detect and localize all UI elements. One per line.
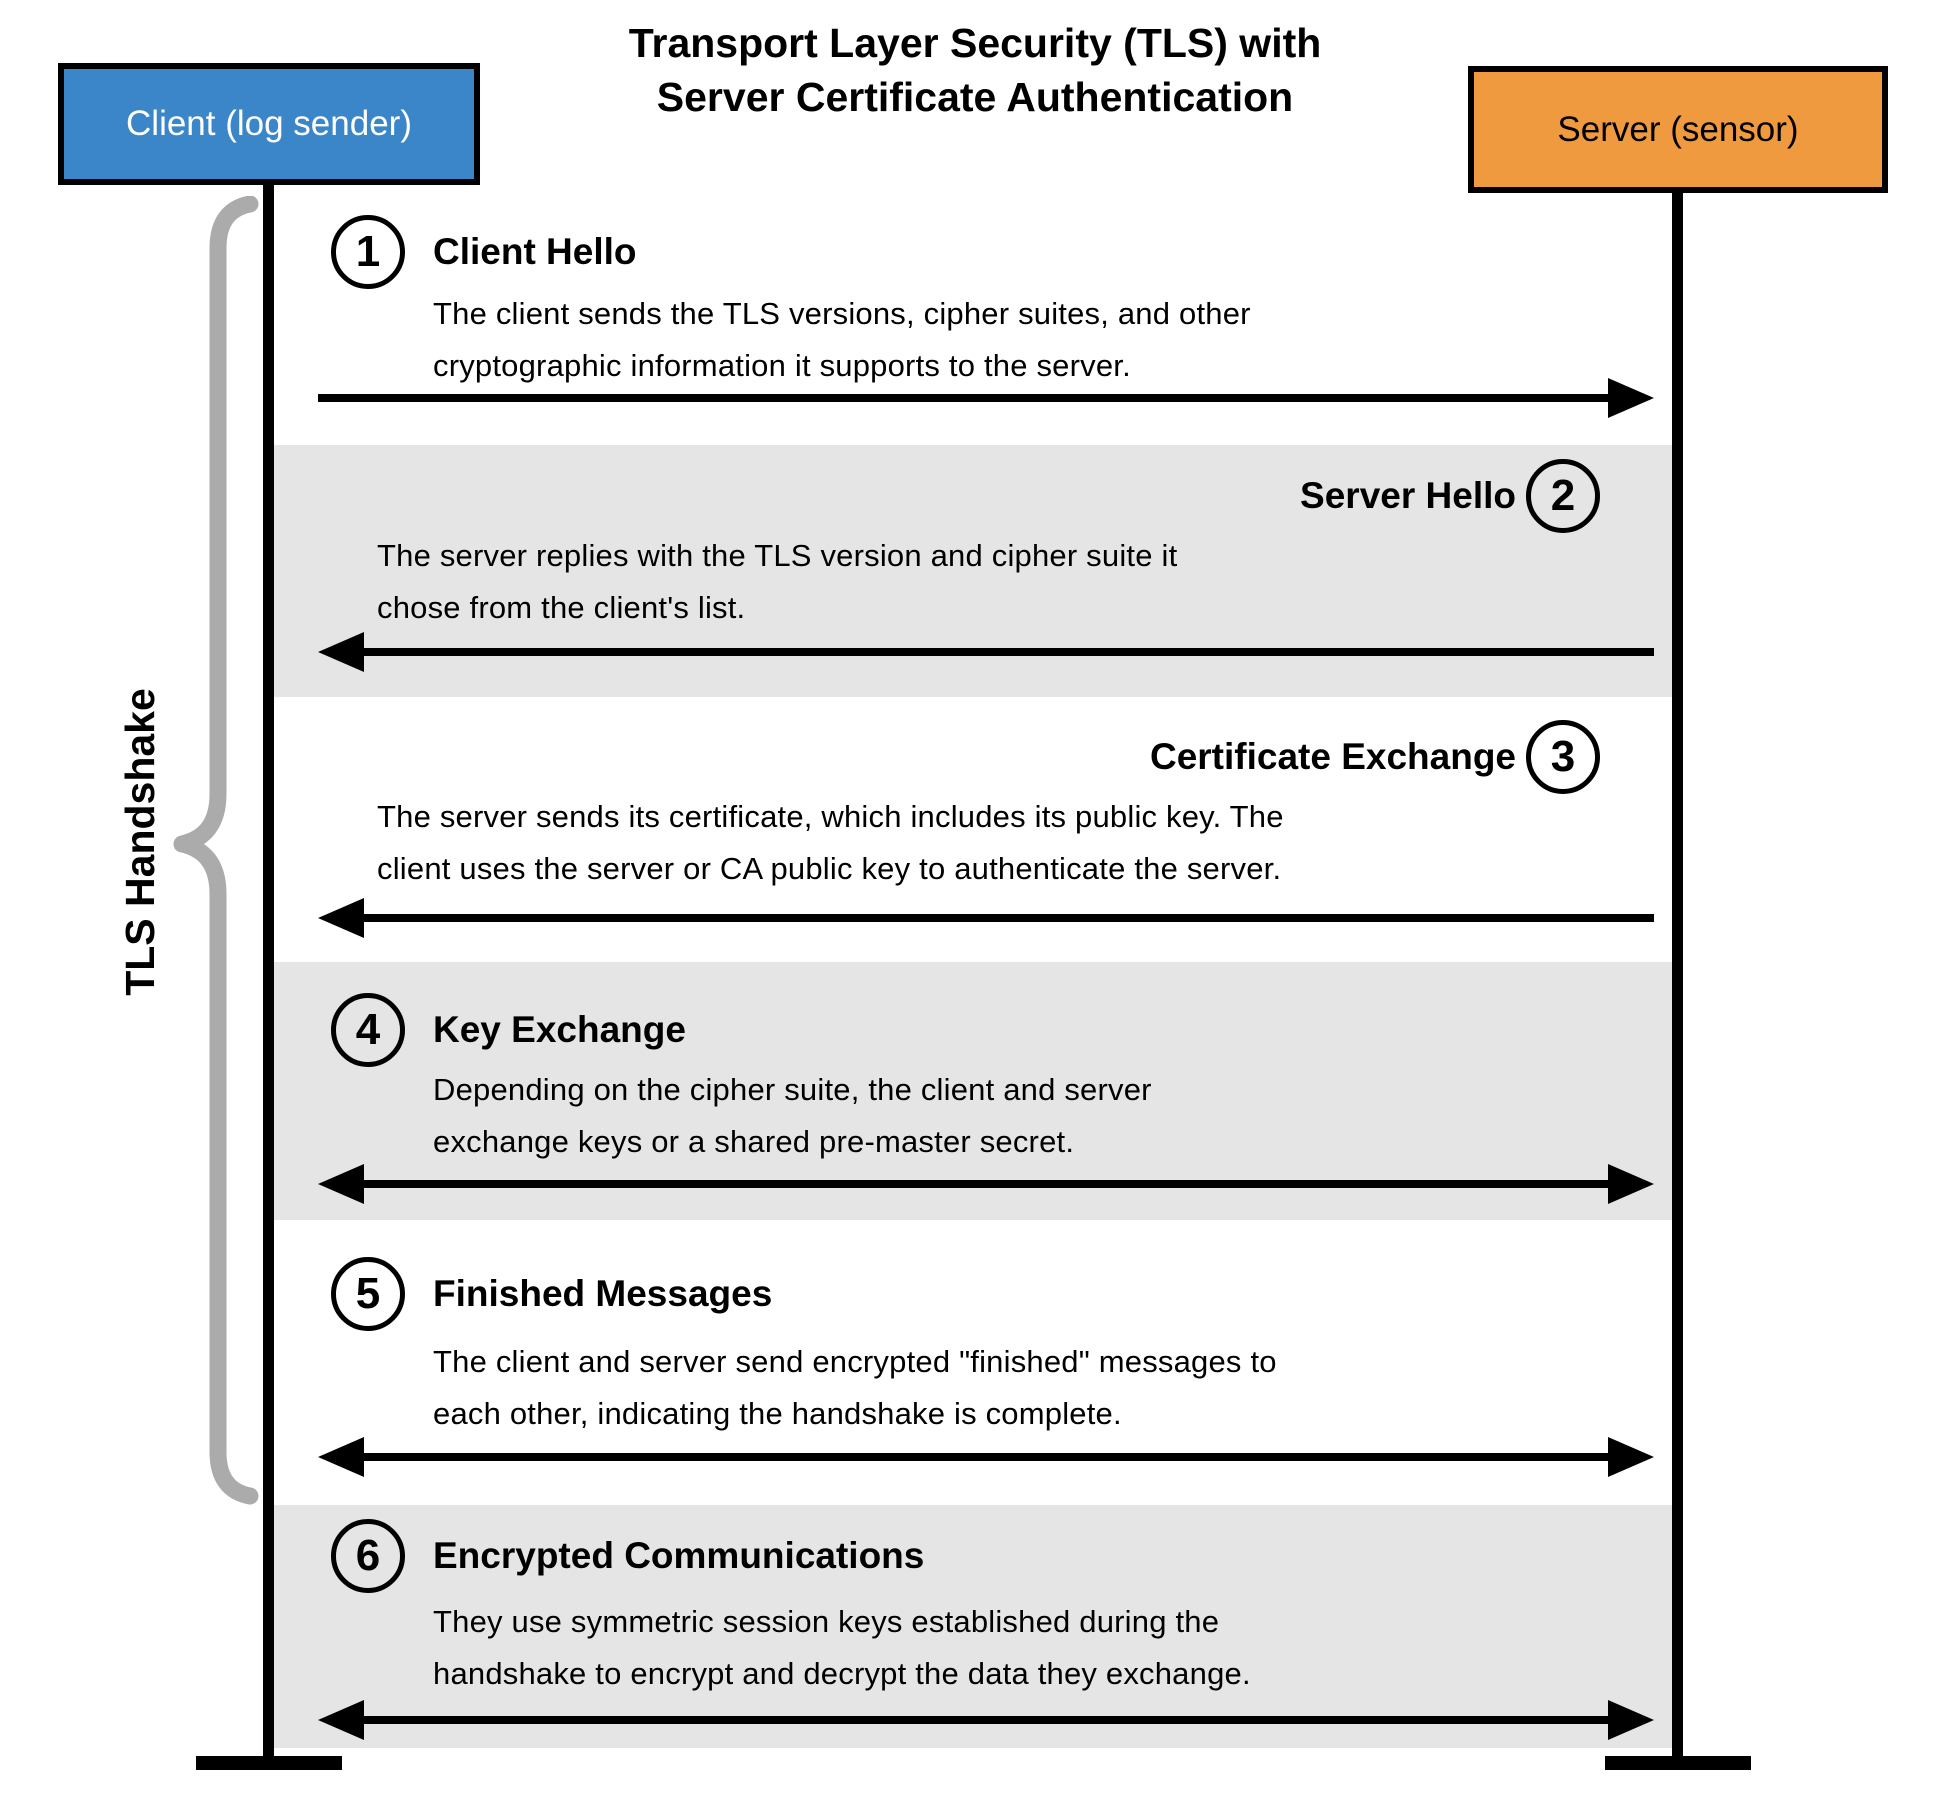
step-6-description-line1: They use symmetric session keys establis…	[433, 1604, 1220, 1639]
step-6-description: They use symmetric session keys establis…	[433, 1596, 1251, 1700]
step-1-description-line2: cryptographic information it supports to…	[433, 348, 1131, 383]
step-5-title: Finished Messages	[433, 1273, 773, 1314]
server-actor-box: Server (sensor)	[1468, 66, 1888, 193]
handshake-brace	[173, 196, 259, 1505]
arrow-shaft	[318, 394, 1624, 402]
step-5-description-line2: each other, indicating the handshake is …	[433, 1396, 1122, 1431]
step-1-title: Client Hello	[433, 231, 637, 272]
step-1-description-line1: The client sends the TLS versions, ciphe…	[433, 296, 1251, 331]
step-2-description-line1: The server replies with the TLS version …	[377, 538, 1178, 573]
client-actor-box: Client (log sender)	[58, 63, 480, 185]
step-4-description-line2: exchange keys or a shared pre-master sec…	[433, 1124, 1075, 1159]
step-3-number-badge: 3	[1526, 720, 1600, 794]
step-1-number-badge: 1	[331, 215, 405, 289]
arrowhead-right	[1608, 1700, 1654, 1740]
tls-handshake-label: TLS Handshake	[117, 688, 163, 996]
arrow-shaft	[348, 914, 1654, 922]
step-6-number-badge: 6	[331, 1519, 405, 1593]
step-6-message-arrow-both	[318, 1700, 1654, 1740]
step-3-title: Certificate Exchange	[1149, 736, 1516, 777]
step-1-message-arrow-right	[318, 378, 1654, 418]
step-2-description: The server replies with the TLS version …	[377, 530, 1177, 634]
arrow-shaft	[348, 648, 1654, 656]
client-actor-label: Client (log sender)	[126, 104, 412, 143]
step-1-description: The client sends the TLS versions, ciphe…	[433, 288, 1251, 392]
step-3-description-line2: client uses the server or CA public key …	[377, 851, 1282, 886]
arrowhead-right	[1608, 378, 1654, 418]
diagram-title-line1: Transport Layer Security (TLS) with	[628, 20, 1322, 66]
step-2-message-arrow-left	[318, 632, 1654, 672]
arrow-shaft	[348, 1716, 1624, 1724]
step-5-description-line1: The client and server send encrypted "fi…	[433, 1344, 1277, 1379]
step-3-message-arrow-left	[318, 898, 1654, 938]
step-4-message-arrow-both	[318, 1164, 1654, 1204]
client-lifeline	[263, 183, 274, 1765]
step-3-description: The server sends its certificate, which …	[377, 791, 1284, 895]
arrowhead-right	[1608, 1164, 1654, 1204]
diagram-title: Transport Layer Security (TLS) with Serv…	[430, 16, 1520, 124]
step-5-message-arrow-both	[318, 1437, 1654, 1477]
arrow-shaft	[348, 1180, 1624, 1188]
client-lifeline-foot	[196, 1756, 342, 1770]
server-lifeline-foot	[1605, 1756, 1751, 1770]
step-2-number-badge: 2	[1526, 459, 1600, 533]
step-6-description-line2: handshake to encrypt and decrypt the dat…	[433, 1656, 1251, 1691]
step-5-number-badge: 5	[331, 1257, 405, 1331]
step-2-title: Server Hello	[1300, 475, 1516, 516]
step-6-shaded-band	[264, 1505, 1683, 1748]
server-actor-label: Server (sensor)	[1557, 109, 1799, 149]
step-4-description: Depending on the cipher suite, the clien…	[433, 1064, 1152, 1168]
arrow-shaft	[348, 1453, 1624, 1461]
step-4-number-badge: 4	[331, 993, 405, 1067]
step-4-shaded-band	[264, 962, 1683, 1220]
step-4-title: Key Exchange	[433, 1009, 686, 1050]
step-2-description-line2: chose from the client's list.	[377, 590, 746, 625]
step-4-description-line1: Depending on the cipher suite, the clien…	[433, 1072, 1152, 1107]
step-5-description: The client and server send encrypted "fi…	[433, 1336, 1277, 1440]
diagram-title-line2: Server Certificate Authentication	[656, 74, 1294, 120]
step-6-title: Encrypted Communications	[433, 1535, 925, 1576]
step-3-description-line1: The server sends its certificate, which …	[377, 799, 1284, 834]
server-lifeline	[1672, 191, 1683, 1765]
arrowhead-right	[1608, 1437, 1654, 1477]
